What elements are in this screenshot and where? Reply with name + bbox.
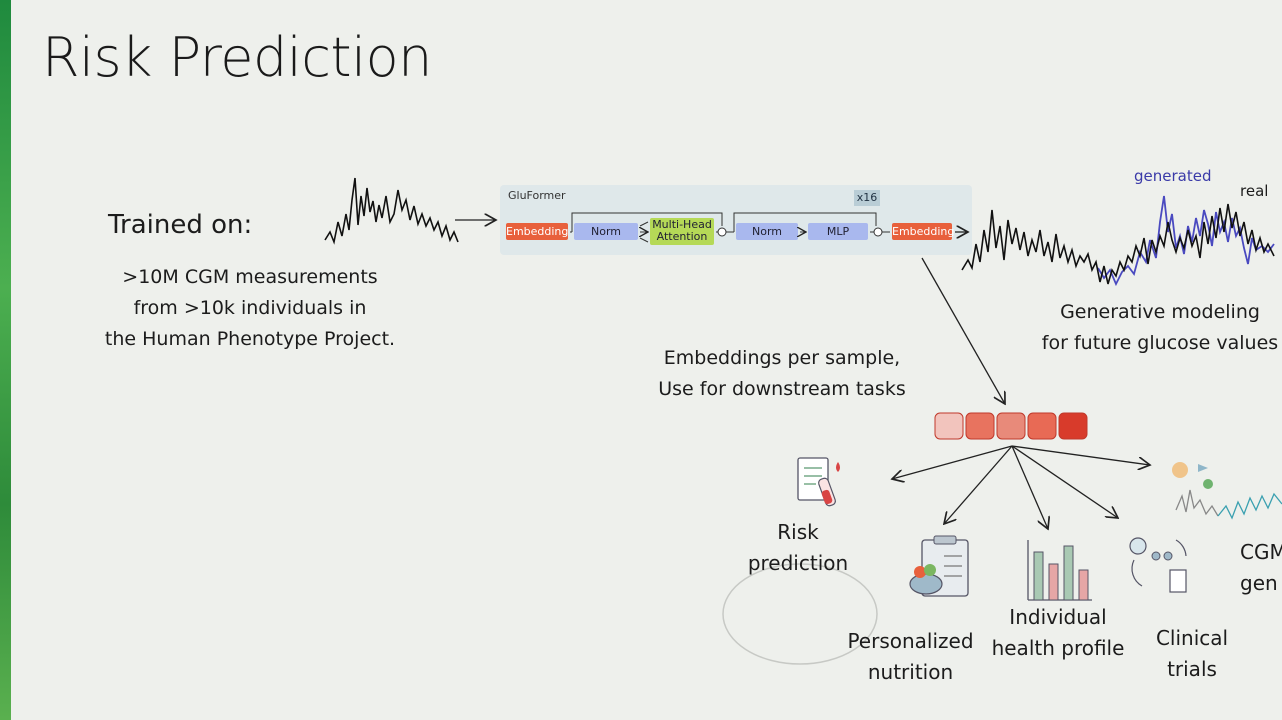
embeddings-caption-line-1: Embeddings per sample, [663, 347, 901, 369]
highlight-circle [722, 563, 878, 665]
embedding-cell-2 [965, 412, 995, 440]
task-personalized-nutrition: Personalized nutrition [838, 626, 983, 688]
legend-generated: generated [1134, 167, 1212, 185]
task-label-line-1: Risk [777, 520, 819, 544]
legend-real: real [1240, 182, 1269, 200]
accent-strip [0, 0, 11, 720]
real-signal [961, 203, 1275, 285]
clinical-trials-icon [1129, 537, 1187, 593]
generative-caption-line-1: Generative modeling [1060, 301, 1260, 323]
cgm-generation-icon [1172, 462, 1282, 520]
input-cgm-signal [324, 177, 459, 245]
gluformer-architecture: GluFormer x16 Embedding Norm Multi-Head … [500, 185, 972, 255]
embeddings-caption: Embeddings per sample, Use for downstrea… [632, 343, 932, 405]
task-label-line-2: gen [1240, 571, 1278, 595]
task-label-line-1: Clinical [1155, 626, 1229, 650]
attention-label-line-1: Multi-Head [652, 218, 712, 231]
embedding-arrow [921, 257, 1005, 404]
bar-chart-icon [1027, 540, 1092, 601]
embedding-cell-4 [1027, 412, 1057, 440]
embedding-vector [934, 412, 1088, 440]
task-label-line-1: Individual [1009, 605, 1107, 629]
multi-head-attention-block: Multi-Head Attention [650, 218, 714, 245]
repeat-badge: x16 [854, 190, 880, 206]
task-label-line-1: Personalized [847, 629, 974, 653]
clipboard-test-tube-icon [797, 457, 840, 507]
task-label-line-2: prediction [747, 551, 849, 575]
embedding-input-block: Embedding [506, 223, 569, 240]
task-cgm-generation: CGM gen [1240, 537, 1282, 599]
trained-desc-line-1: >10M CGM measurements [122, 266, 378, 288]
generated-signal [1097, 195, 1275, 287]
attention-label-line-2: Attention [656, 230, 708, 243]
generative-caption-line-2: for future glucose values [1041, 332, 1279, 354]
trained-desc-line-3: the Human Phenotype Project. [104, 328, 396, 350]
generative-caption: Generative modeling for future glucose v… [1020, 297, 1282, 359]
task-risk-prediction: Risk prediction [728, 517, 868, 579]
norm-block-2: Norm [736, 223, 798, 240]
architecture-connectors [570, 212, 890, 243]
task-individual-health-profile: Individual health profile [984, 602, 1132, 664]
task-clinical-trials: Clinical trials [1140, 623, 1244, 685]
mlp-block: MLP [808, 223, 868, 240]
task-arrows [892, 445, 1150, 529]
architecture-name: GluFormer [508, 189, 566, 202]
task-label-line-2: trials [1167, 657, 1217, 681]
trained-on-description: >10M CGM measurements from >10k individu… [80, 262, 420, 355]
slide-title: Risk Prediction [42, 26, 432, 89]
norm-block-1: Norm [574, 223, 638, 240]
task-label-line-2: nutrition [867, 660, 954, 684]
trained-desc-line-2: from >10k individuals in [133, 297, 367, 319]
nutrition-clipboard-icon [909, 535, 969, 597]
embedding-cell-3 [996, 412, 1026, 440]
task-label-line-1: CGM [1240, 540, 1282, 564]
task-label-line-2: health profile [991, 636, 1125, 660]
embedding-cell-1 [934, 412, 964, 440]
embedding-cell-5 [1058, 412, 1088, 440]
embedding-output-block: Embedding [892, 223, 955, 240]
embeddings-caption-line-2: Use for downstream tasks [658, 378, 906, 400]
trained-on-heading: Trained on: [108, 210, 253, 240]
